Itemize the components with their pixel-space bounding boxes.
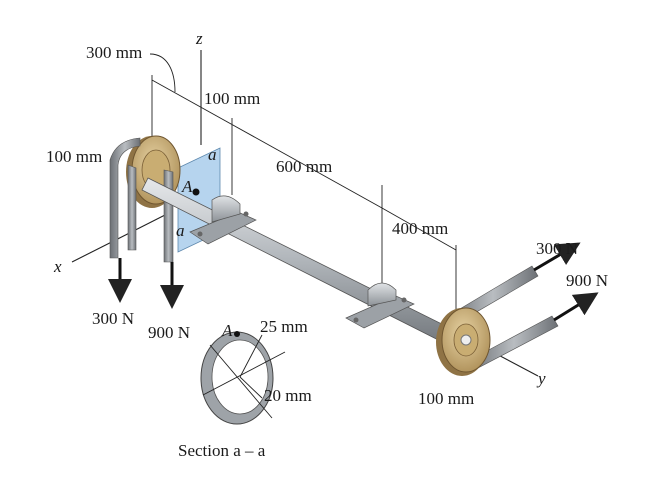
left-belt-front — [127, 164, 137, 251]
force-arrow-right-300 — [533, 242, 581, 272]
bearing-right — [345, 282, 415, 329]
label-axis-z: z — [195, 29, 203, 48]
label-300mm: 300 mm — [86, 43, 142, 62]
left-belt-outer — [109, 137, 141, 259]
dimension-line-400 — [381, 207, 457, 251]
label-25mm: 25 mm — [260, 317, 308, 336]
label-axis-y: y — [536, 369, 546, 388]
label-point-a-section: A — [221, 321, 233, 340]
label-force-left-900: 900 N — [148, 323, 190, 342]
label-100mm-left: 100 mm — [46, 147, 102, 166]
top-dimension-line — [151, 79, 383, 209]
label-axis-x: x — [53, 257, 62, 276]
label-section-a-top: a — [208, 145, 217, 164]
label-100mm-top: 100 mm — [204, 89, 260, 108]
section-ring — [200, 331, 286, 425]
label-force-right-300: 300 N — [536, 239, 578, 258]
label-section-title: Section a – a — [178, 441, 266, 460]
left-belt-back — [163, 169, 174, 263]
label-20mm: 20 mm — [264, 386, 312, 405]
label-section-a-bottom: a — [176, 221, 185, 240]
label-force-right-900: 900 N — [566, 271, 608, 290]
point-a-marker — [192, 188, 200, 196]
label-point-a: A — [181, 177, 193, 196]
label-force-left-300: 300 N — [92, 309, 134, 328]
leader-300mm — [149, 53, 176, 93]
label-600mm: 600 mm — [276, 157, 332, 176]
force-arrow-right-900 — [553, 292, 599, 322]
right-pulley — [436, 307, 491, 376]
label-100mm-right: 100 mm — [418, 389, 474, 408]
bearing-left — [189, 195, 257, 245]
x-axis — [71, 214, 166, 263]
label-400mm: 400 mm — [392, 219, 448, 238]
